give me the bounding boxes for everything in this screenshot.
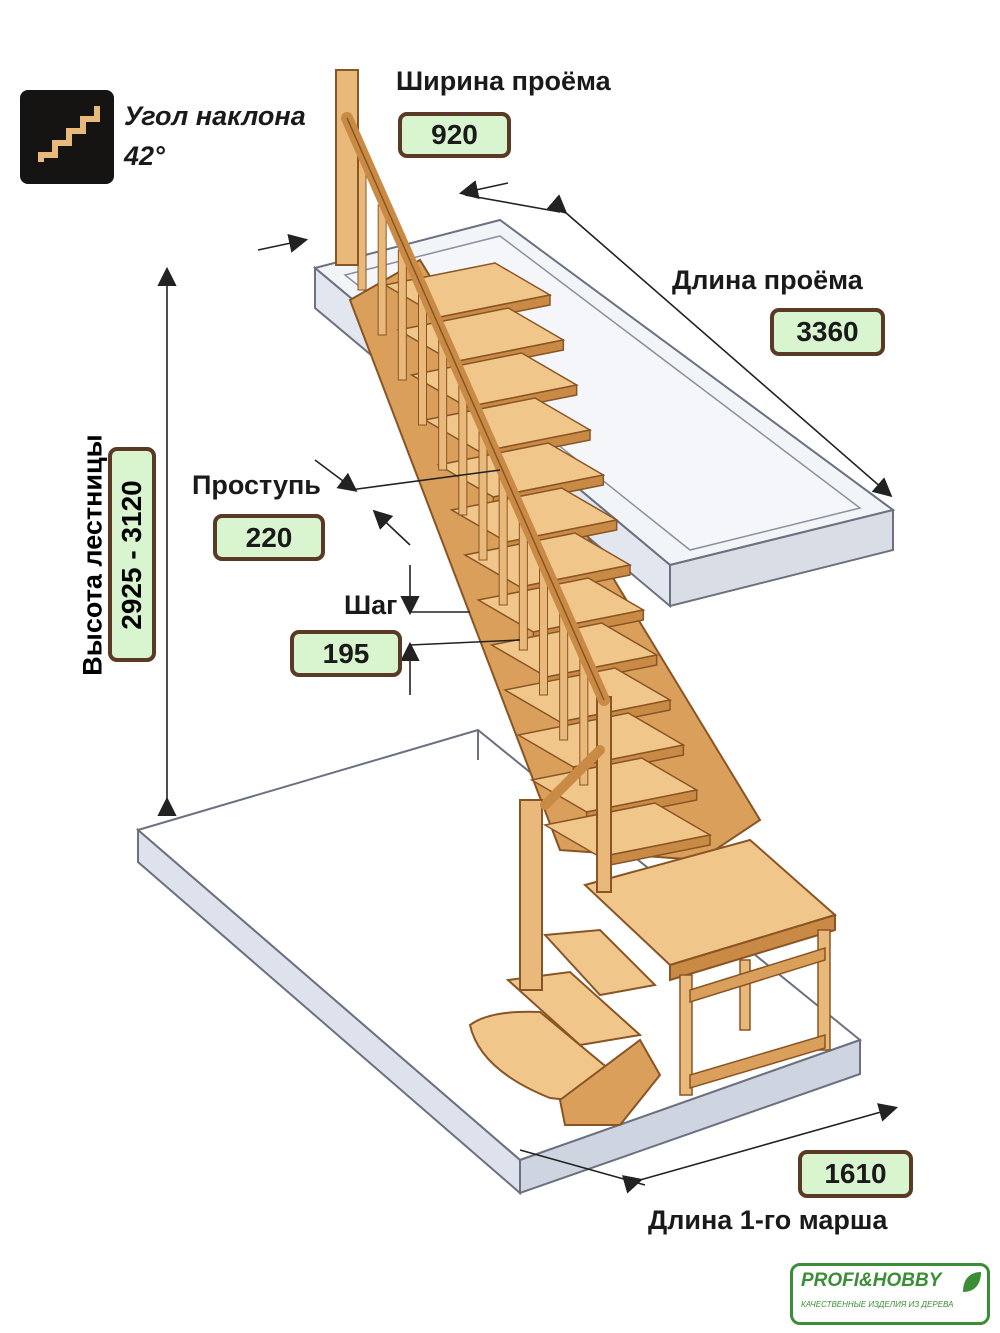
- step-height-value: 195: [290, 630, 402, 677]
- brand-name: PROFI&HOBBY: [801, 1270, 942, 1291]
- first-flight-value: 1610: [798, 1150, 913, 1198]
- baluster: [518, 519, 528, 651]
- angle-label: Угол наклона: [124, 101, 306, 131]
- floor-slab: [135, 728, 863, 1196]
- stair-railing: [335, 69, 612, 991]
- tread-label: Проступь: [192, 470, 321, 500]
- leaf-icon: [963, 1272, 981, 1292]
- baluster: [418, 294, 427, 426]
- stair-angle-icon: [20, 90, 114, 184]
- baluster: [377, 204, 387, 336]
- stair-height-value: 2925 - 3120: [116, 479, 147, 630]
- brand-logo: PROFI&HOBBY КАЧЕСТВЕННЫЕ ИЗДЕЛИЯ ИЗ ДЕРЕ…: [790, 1263, 990, 1325]
- baluster: [458, 384, 468, 516]
- baluster: [498, 474, 508, 606]
- angle-caption: Угол наклона 42°: [124, 96, 306, 176]
- opening-width-label: Ширина проёма: [396, 66, 611, 96]
- opening-length-label: Длина проёма: [672, 265, 863, 295]
- first-flight-label: Длина 1-го марша: [648, 1205, 888, 1235]
- angle-value: 42°: [124, 141, 165, 171]
- baluster: [539, 564, 548, 696]
- dimension-lines: [157, 180, 899, 1194]
- baluster: [438, 339, 448, 471]
- opening-width-value: 920: [398, 112, 511, 158]
- step-height-label: Шаг: [344, 590, 398, 620]
- brand-tagline: КАЧЕСТВЕННЫЕ ИЗДЕЛИЯ ИЗ ДЕРЕВА: [801, 1300, 954, 1309]
- opening-length-value: 3360: [770, 308, 885, 356]
- baluster: [478, 429, 488, 561]
- stair-height-value-box: 2925 - 3120: [108, 447, 156, 662]
- tread-value: 220: [213, 514, 325, 561]
- landing-platform: [583, 838, 838, 1096]
- baluster: [357, 159, 367, 291]
- baluster: [397, 249, 407, 381]
- stair-height-label: Высота лестницы: [77, 434, 108, 676]
